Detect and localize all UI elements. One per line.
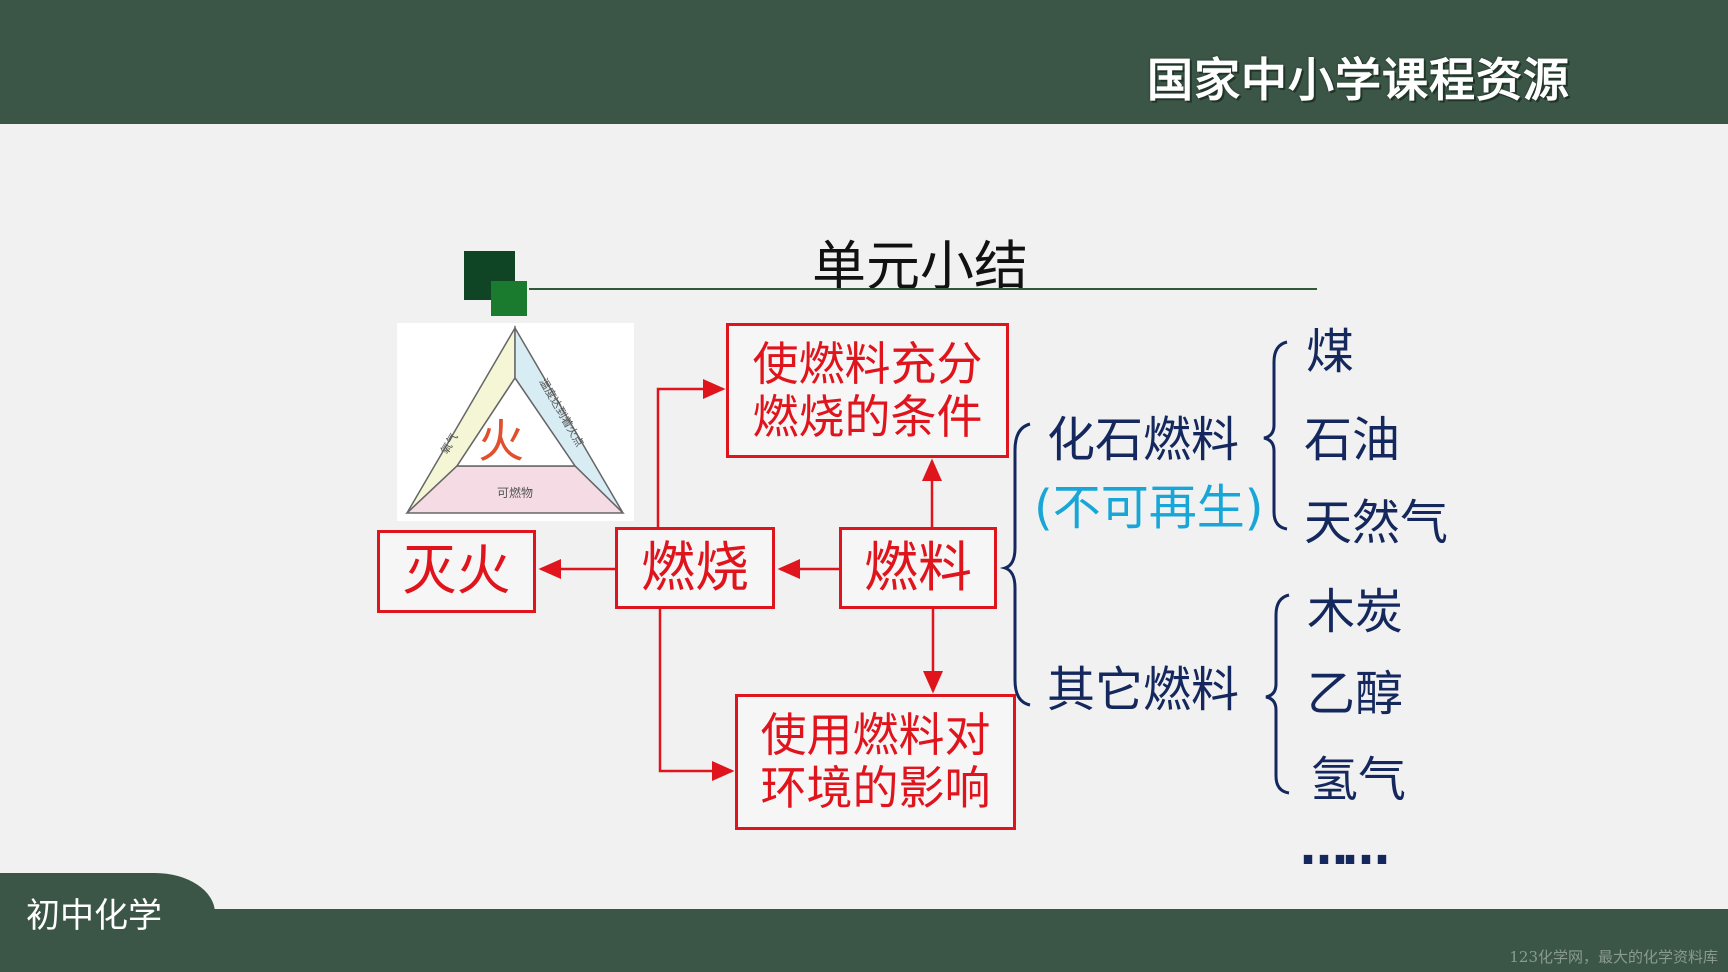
fossil-fuel-label: 化石燃料 [1047,412,1240,468]
subject-tab [0,873,215,913]
box-label: 使用燃料对环境的影响 [760,708,991,815]
watermark: 123化学网，最大的化学资料库 [1509,948,1718,966]
box-extinguish: 灭火 [377,530,536,613]
fuel-item: 石油 [1304,412,1401,468]
braces [999,340,1290,795]
title-rule [529,288,1317,290]
other-fuel-label: 其它燃料 [1047,662,1240,718]
fuel-item: 氢气 [1310,752,1407,808]
slide-title: 单元小结 [812,235,1028,298]
box-label: 灭火 [402,539,511,603]
fuel-item: 木炭 [1307,584,1404,640]
non-renewable-note: (不可再生) [1034,480,1264,536]
footer-bar [0,909,1728,972]
box-label: 燃料 [864,535,972,599]
side-fuel: 可燃物 [497,485,533,500]
box-label: 燃烧 [641,535,749,599]
box-combustion: 燃烧 [615,527,775,609]
box-environment-impact: 使用燃料对环境的影响 [735,694,1016,830]
box-fuel: 燃料 [839,527,997,609]
fuel-item: 天然气 [1304,495,1449,551]
box-label: 使燃料充分燃烧的条件 [752,336,983,444]
fuel-item: 乙醇 [1307,666,1404,722]
subject-label: 初中化学 [26,896,162,936]
more-ellipsis: …… [1300,820,1390,876]
header-bar [0,0,1728,124]
fire-char: 火 [478,414,524,468]
box-combustion-conditions: 使燃料充分燃烧的条件 [726,323,1009,458]
fuel-item: 煤 [1306,324,1355,380]
fire-triangle-image: 火 可燃物 氧气 温度达到着火点 [397,323,634,521]
brand-logo: 国家中小学课程资源 [1147,53,1570,107]
decor-square-light [491,281,527,316]
